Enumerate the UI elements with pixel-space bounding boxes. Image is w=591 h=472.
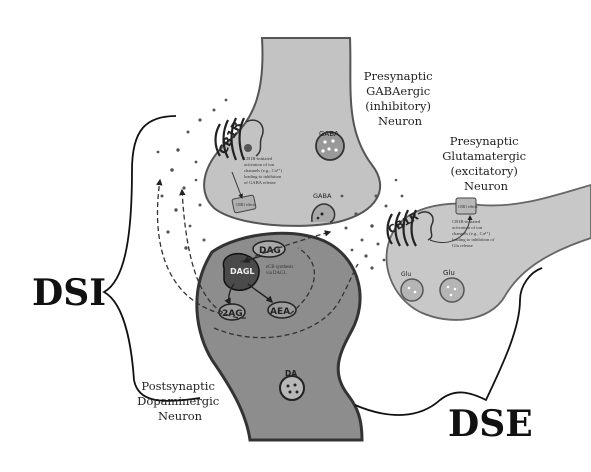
gaba-neuron-label: Presynaptic GABAergic (inhibitory) Neuro… xyxy=(364,69,436,128)
svg-text:DA: DA xyxy=(285,369,297,378)
gaba-presynaptic-neuron xyxy=(203,37,382,227)
gaba-ion-channel-note: CB1R-initiated activation of ion channel… xyxy=(244,156,283,185)
dse-brace xyxy=(354,267,543,416)
glu-presynaptic-neuron xyxy=(385,184,591,321)
dse-label: DSE xyxy=(448,403,533,445)
aea-molecule: AEA xyxy=(267,301,297,319)
gaba-vesicle-label: GABA xyxy=(319,130,339,138)
glu-neuron-label: Presynaptic Glutamatergic (excitatory) N… xyxy=(442,134,530,193)
gaba-release: GABA xyxy=(311,192,336,223)
dsi-label: DSI xyxy=(32,272,106,314)
postsynaptic-neuron-label: Postsynaptic Dopaminergic Neuron xyxy=(137,379,223,423)
svg-text:CBR1 effects: CBR1 effects xyxy=(236,203,256,207)
gaba-vesicle: GABA xyxy=(315,130,345,161)
svg-text:AEA: AEA xyxy=(270,307,290,317)
svg-text:GABA: GABA xyxy=(313,192,332,200)
dopamine-vesicle: DA xyxy=(279,369,305,401)
svg-text:2AG: 2AG xyxy=(222,309,243,319)
neurotransmitter-particles xyxy=(156,98,404,270)
glu-vesicle-right: Glu xyxy=(439,269,465,303)
ecb-synthesis-note: eCB synthesis via DAGL xyxy=(266,265,295,276)
svg-text:Glu: Glu xyxy=(443,269,455,277)
svg-text:DAGL: DAGL xyxy=(230,267,255,276)
svg-text:DAG: DAG xyxy=(259,246,281,256)
svg-text:CBR1 effects: CBR1 effects xyxy=(458,205,478,209)
cbr1-effect-box-right: CBR1 effects xyxy=(455,197,478,215)
dsi-brace xyxy=(102,115,201,402)
two-ag-molecule: 2AG xyxy=(218,303,246,321)
glu-vesicle-left: Glu xyxy=(400,271,424,302)
dagl-enzyme: DAGL xyxy=(222,252,260,292)
svg-text:Glu: Glu xyxy=(401,271,411,278)
retrograde-signaling-arrows xyxy=(156,178,359,339)
synthesis-arrows xyxy=(224,255,273,306)
dag-molecule: DAG xyxy=(252,240,286,258)
